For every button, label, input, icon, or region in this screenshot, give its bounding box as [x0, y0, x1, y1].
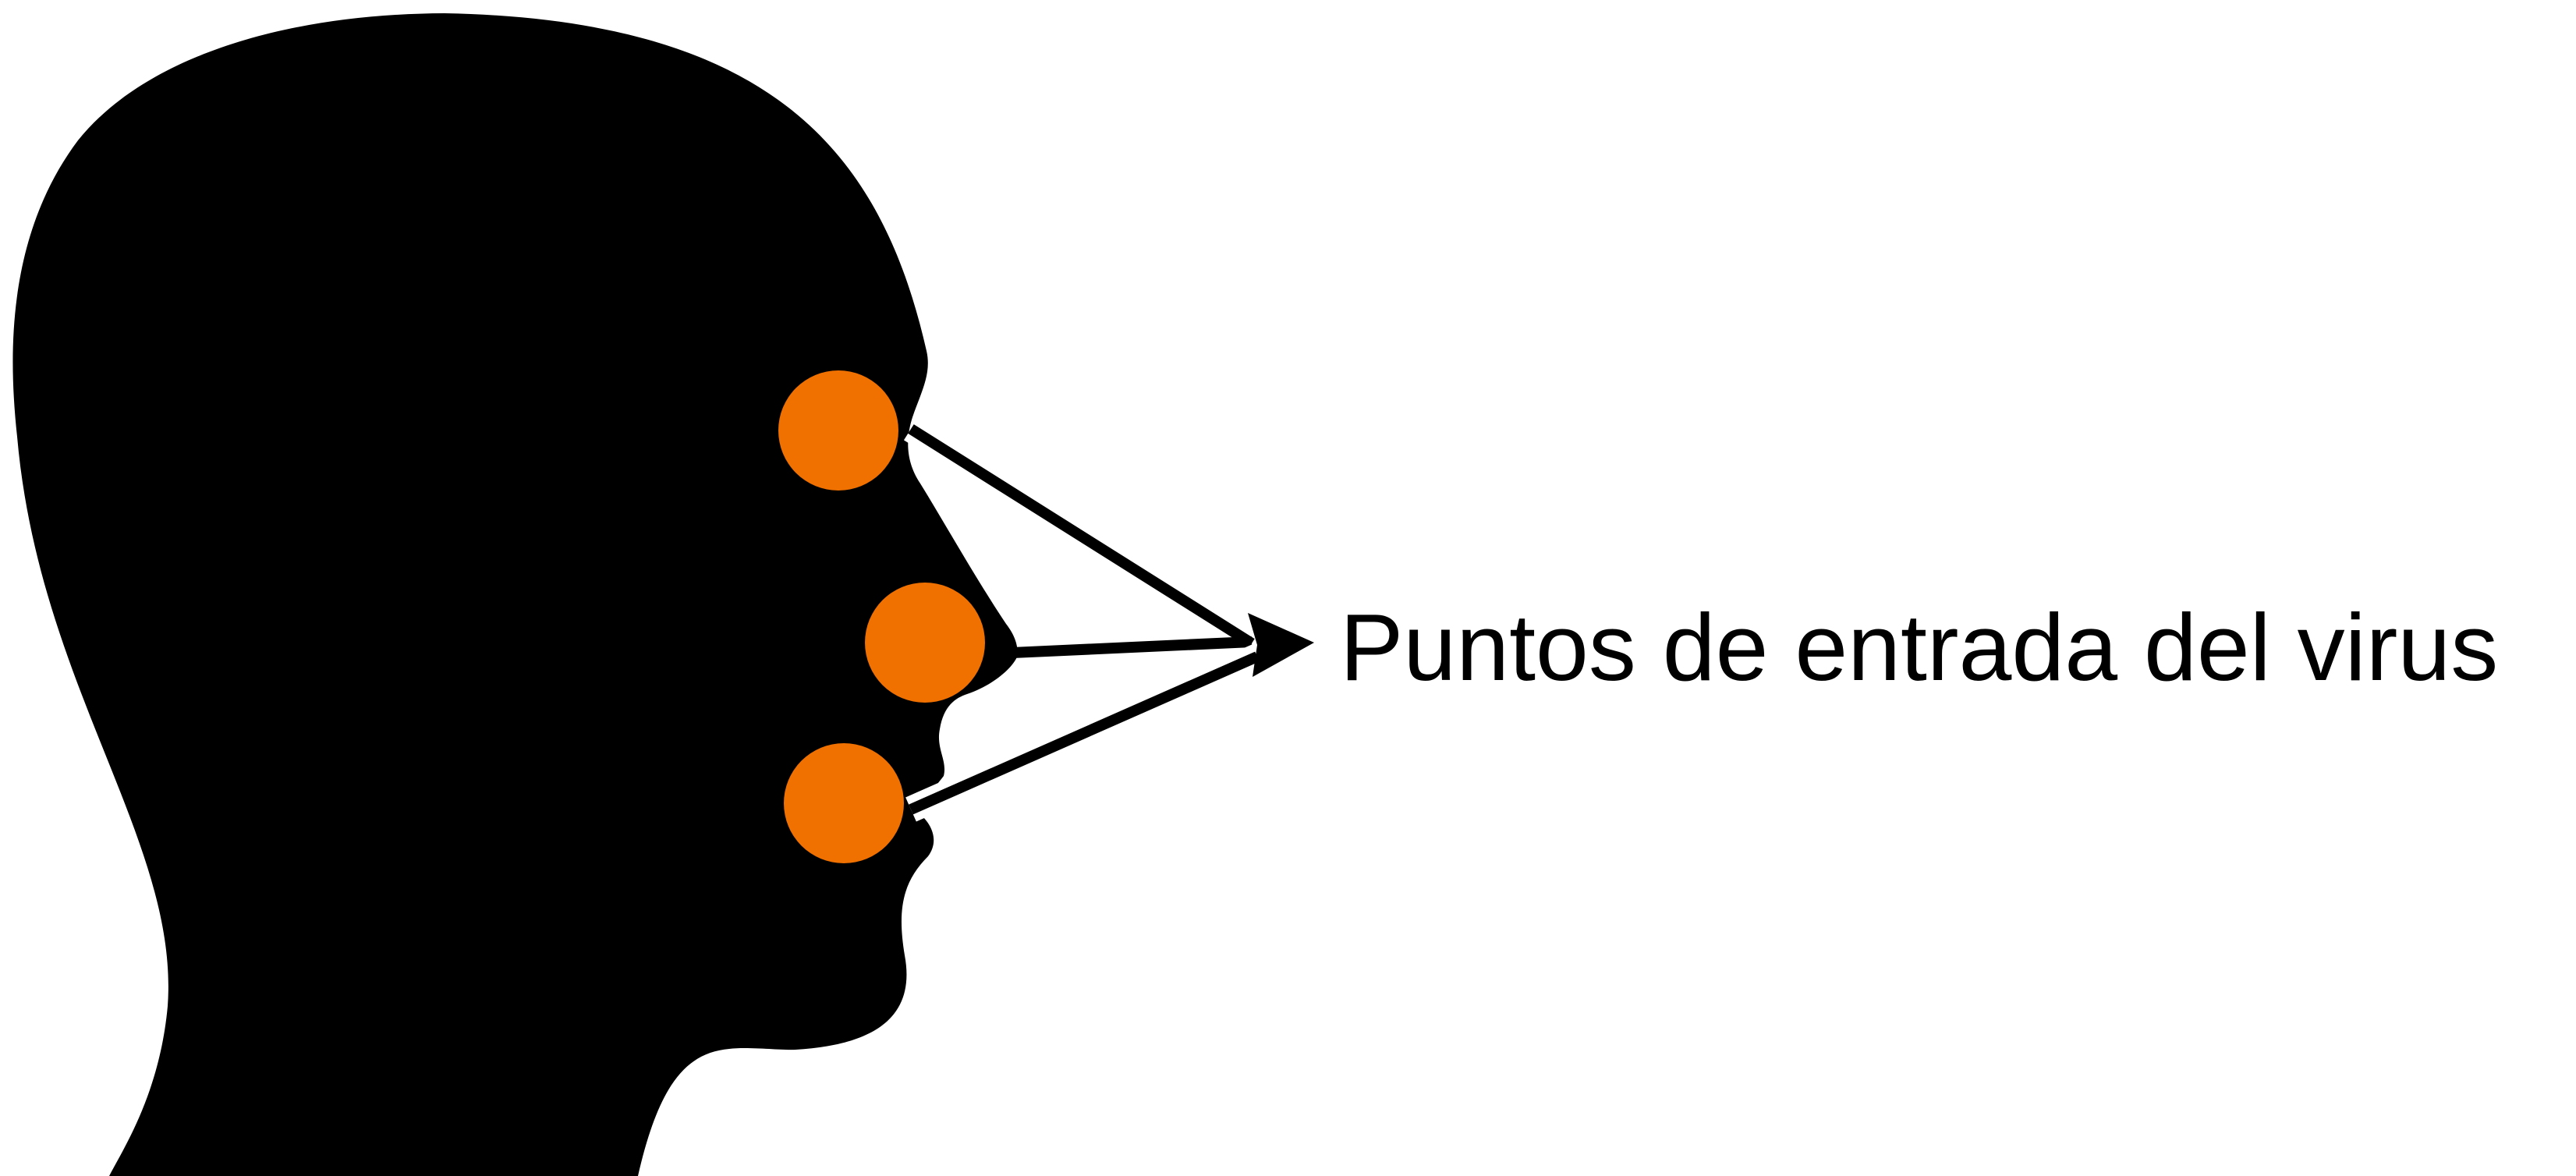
arrowhead: [1248, 613, 1314, 677]
diagram-label: Puntos de entrada del virus: [1340, 594, 2498, 700]
arrow-line-to-mouth-core: [909, 651, 1260, 815]
entry-point-nose: [865, 583, 985, 703]
arrow-line-to-nose: [1012, 636, 1253, 658]
arrow-line-to-eye-core: [908, 424, 1255, 648]
entry-point-mouth: [784, 743, 904, 863]
head-silhouette: [12, 13, 1018, 1176]
entry-point-eye: [778, 370, 898, 491]
